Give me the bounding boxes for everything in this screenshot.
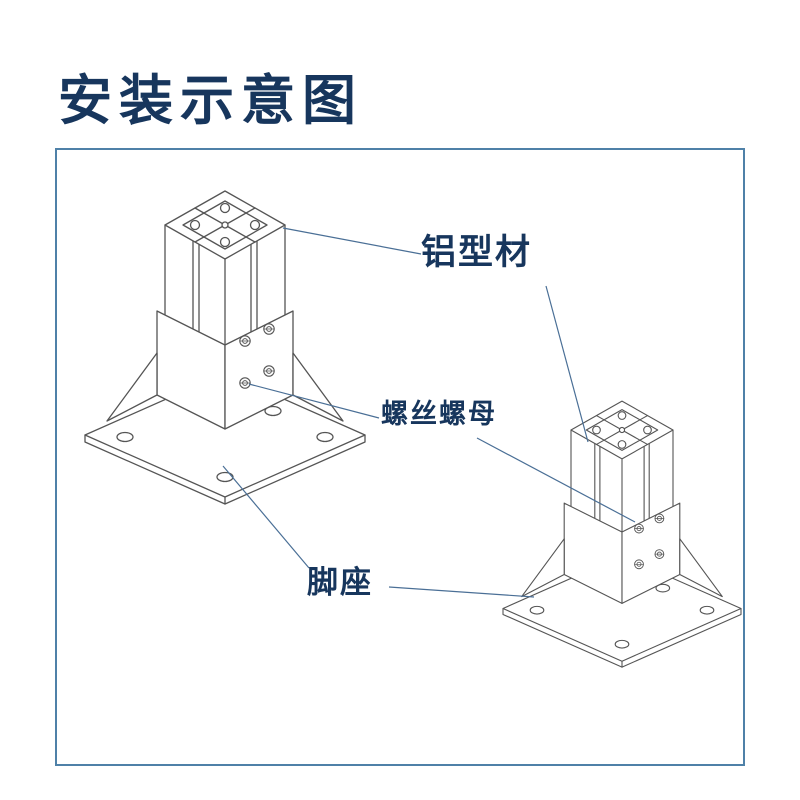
label-foot-mount: 脚座 xyxy=(307,565,373,600)
leader-profile-left xyxy=(282,227,422,255)
leader-lines xyxy=(222,227,636,598)
label-aluminum-profile: 铝型材 xyxy=(421,233,533,272)
leader-profile-right xyxy=(545,285,589,443)
diagram-frame: 铝型材 螺丝螺母 脚座 xyxy=(55,148,745,766)
installation-diagram xyxy=(57,150,743,764)
page-title: 安装示意图 xyxy=(58,71,363,132)
leader-foot-left xyxy=(222,465,310,569)
assembly-right xyxy=(503,401,741,667)
assembly-left xyxy=(85,191,365,504)
leader-screws-right xyxy=(476,437,636,523)
leader-foot-right xyxy=(388,586,535,598)
leader-screws-left xyxy=(248,383,380,419)
label-screw-nut: 螺丝螺母 xyxy=(381,399,497,429)
